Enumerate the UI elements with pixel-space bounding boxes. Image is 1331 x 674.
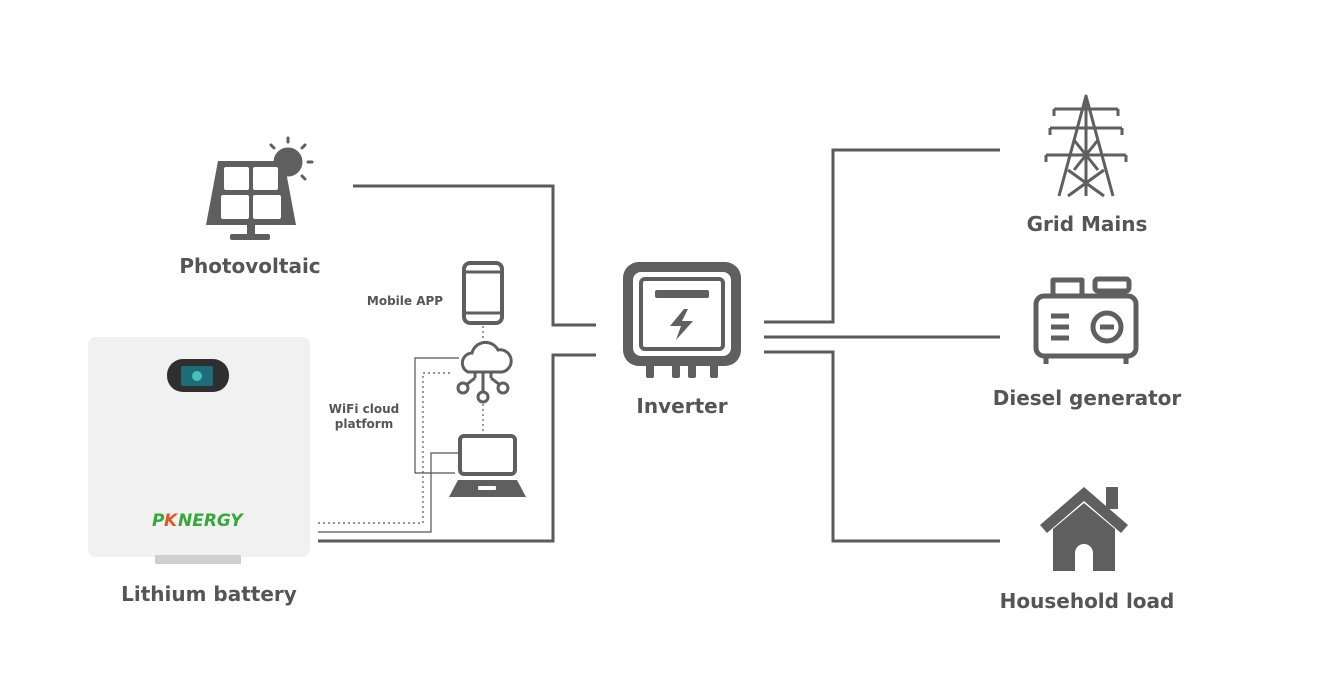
- inverter-node: Inverter: [623, 262, 741, 418]
- battery-to-laptop-comm-line: [318, 452, 462, 533]
- svg-text:K: K: [164, 511, 179, 531]
- svg-text:P: P: [152, 511, 165, 531]
- wifi-cloud-label-line2: platform: [335, 417, 393, 431]
- battery-label: Lithium battery: [121, 582, 297, 606]
- power-tower-icon: [1044, 94, 1128, 198]
- brand-logo: P K NERGY: [152, 511, 244, 531]
- inverter-to-grid-line: [764, 148, 1000, 324]
- mobile-app-node: Mobile APP: [367, 261, 504, 325]
- generator-label: Diesel generator: [993, 386, 1182, 410]
- svg-text:NERGY: NERGY: [178, 511, 244, 531]
- laptop-node: [449, 434, 526, 497]
- solar-panel-icon: [206, 161, 296, 240]
- wifi-cloud-node: WiFi cloud platform: [329, 340, 513, 431]
- laptop-icon: [449, 434, 526, 497]
- photovoltaic-node: Photovoltaic: [179, 136, 321, 278]
- pv-to-inverter-line: [353, 184, 596, 327]
- battery-node: P K NERGY Lithium battery: [88, 337, 310, 606]
- battery-icon: [88, 337, 310, 564]
- generator-icon: [1033, 276, 1139, 364]
- wifi-cloud-label-line1: WiFi cloud: [329, 402, 399, 416]
- grid-node: Grid Mains: [1027, 94, 1148, 236]
- mobile-app-label: Mobile APP: [367, 294, 443, 308]
- inverter-to-household-line: [764, 350, 1000, 543]
- battery-to-cloud-dotted-line: [318, 372, 453, 524]
- battery-to-inverter-line: [318, 353, 596, 543]
- inverter-icon: [623, 262, 741, 378]
- household-node: Household load: [1000, 487, 1175, 613]
- cloud-to-laptop-comm-line: [414, 357, 459, 474]
- smartphone-icon: [462, 261, 504, 325]
- household-label: Household load: [1000, 589, 1175, 613]
- inverter-label: Inverter: [636, 394, 727, 418]
- cloud-network-icon: [456, 340, 513, 404]
- house-icon: [1040, 487, 1128, 571]
- dotted-comm-lines: [318, 326, 484, 524]
- photovoltaic-label: Photovoltaic: [179, 254, 320, 278]
- connection-lines: [318, 148, 1000, 543]
- communication-lines: [318, 357, 462, 533]
- sun-icon: [269, 136, 314, 181]
- grid-label: Grid Mains: [1027, 212, 1148, 236]
- generator-node: Diesel generator: [993, 276, 1182, 410]
